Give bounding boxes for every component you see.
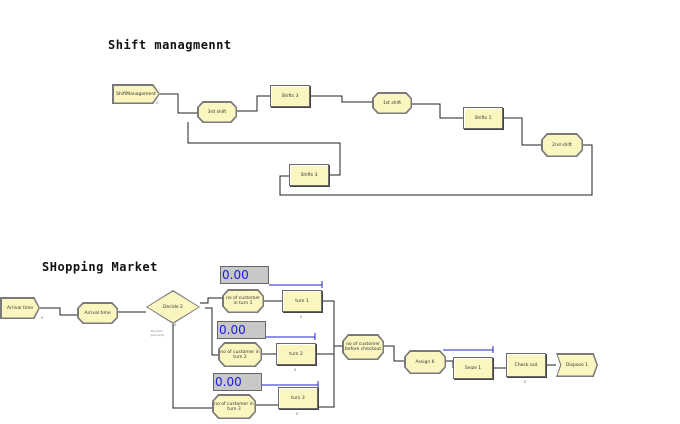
block-label: 1st shift [373,93,411,113]
turn-1-block[interactable]: turn 1 [282,290,322,312]
block-label: 2nd shift [542,134,582,156]
second-shift-block[interactable]: 2nd shift [541,133,583,157]
shifts-3-block[interactable]: Shifts 3 [270,85,310,107]
decide-caption: Random (percent) [150,329,164,337]
third-shift-block[interactable]: 3rd shift [197,101,237,123]
queue-2-counter: 0.00 [217,321,266,339]
create-arrival-block[interactable]: Arrival time [0,297,40,319]
block-label: no of customer in turn 2 [219,343,261,366]
shopping-market-title: SHopping Market [42,260,158,274]
block-label: 3rd shift [198,102,236,122]
queue-3-counter: 0.00 [213,373,262,391]
create-shift-management-block[interactable]: ShiftManagement [112,84,160,104]
block-count: 0 [296,412,299,416]
turn-2-block[interactable]: turn 2 [276,343,316,365]
queue-1-counter: 0.00 [220,266,269,284]
block-label: Arrival time [1,298,39,318]
shifts-3-return-block[interactable]: Shifts 3 [289,164,329,186]
assign-block[interactable]: Assign 6 [404,350,446,374]
block-label: no of customer before checkout [343,335,383,359]
connector [205,307,218,356]
queue-turn-3-block[interactable]: no of customer in turn 3 [212,394,256,419]
connector [40,307,77,316]
connector [279,144,593,196]
checkout-block[interactable]: Check out [506,353,546,377]
seize-block[interactable]: Seize 1 [453,357,493,379]
connector [503,117,541,146]
connector [172,324,212,409]
arrival-time-block[interactable]: Arrival time [77,302,118,324]
block-count: 0 [174,323,177,327]
first-shift-block[interactable]: 1st shift [372,92,412,114]
connector [160,93,197,114]
block-label: ShiftManagement [113,85,159,103]
connector [310,95,372,103]
block-count: 0 [524,380,527,384]
block-count: 0 [294,368,297,372]
shifts-1-block[interactable]: Shifts 1 [463,107,503,129]
block-label: Arrival time [78,303,117,323]
connector [384,345,404,362]
queue-turn-1-block[interactable]: no of customer in turn 1 [222,289,264,313]
queue-turn-2-block[interactable]: no of customer in turn 2 [218,342,262,367]
block-count: 0 [300,315,303,319]
block-count: 0 [156,101,159,105]
block-label: no of customer in turn 1 [223,290,263,312]
shift-management-title: Shift managmennt [108,38,232,52]
connector [237,95,270,112]
turn-3-block[interactable]: turn 3 [278,387,318,409]
connector [187,122,341,176]
customer-before-checkout-block[interactable]: no of customer before checkout [342,334,384,360]
block-label: Dispose 1 [557,354,597,376]
block-label: no of customer in turn 3 [213,395,255,418]
connector [200,297,222,304]
dispose-block[interactable]: Dispose 1 [556,353,598,377]
connector [446,360,454,368]
block-label: Assign 6 [405,351,445,373]
block-count: 0 [41,316,44,320]
connector [412,103,463,119]
